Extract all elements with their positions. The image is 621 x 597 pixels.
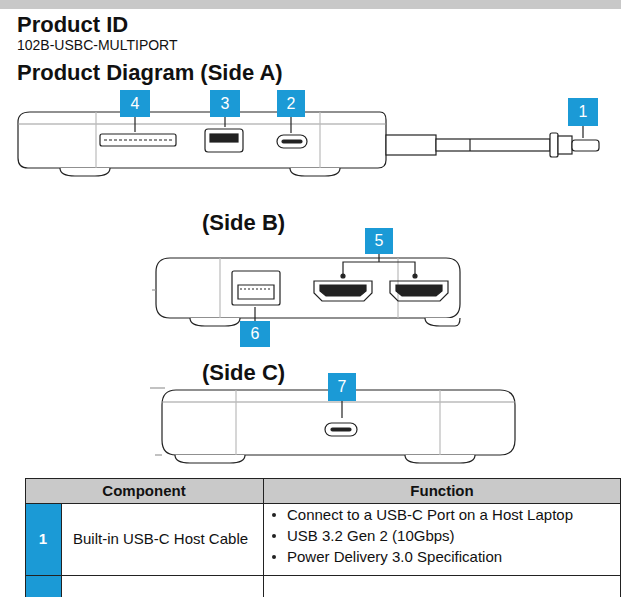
table-header: Component	[102, 482, 185, 499]
callout-number: 2	[277, 90, 305, 117]
callout-text: 2	[287, 96, 296, 112]
callout-number: 1	[568, 98, 598, 126]
callout-number: 5	[365, 228, 393, 254]
section-heading: (Side C)	[202, 360, 285, 385]
callout-number: 6	[240, 321, 270, 347]
callout-text: 7	[338, 379, 347, 395]
callout-text: 1	[579, 104, 588, 120]
callout-number: 4	[120, 90, 150, 117]
table-cell: Power Delivery 3.0 Specification	[287, 548, 502, 565]
callout-text: 6	[251, 326, 260, 342]
callout-number: 3	[210, 90, 240, 117]
callout-text: 4	[131, 96, 140, 112]
header-bar	[0, 0, 621, 9]
bullet-dot	[272, 534, 276, 538]
table-cell: USB 3.2 Gen 2 (10Gbps)	[287, 527, 455, 544]
table-cell: 1	[39, 530, 47, 547]
bullet-dot	[272, 555, 276, 559]
bullet-dot	[272, 513, 276, 517]
product-id: 102B-USBC-MULTIPORT	[17, 37, 178, 53]
section-heading: Product Diagram (Side A)	[17, 60, 283, 85]
table-cell: Built-in USB-C Host Cable	[73, 530, 248, 547]
callout-number: 7	[328, 373, 356, 401]
callout-text: 3	[221, 96, 230, 112]
page-title: Product ID	[17, 12, 128, 37]
callout-text: 5	[375, 233, 384, 249]
table-cell: Connect to a USB-C Port on a Host Laptop	[287, 506, 573, 523]
section-heading: (Side B)	[202, 210, 285, 235]
table-header: Function	[410, 482, 473, 499]
